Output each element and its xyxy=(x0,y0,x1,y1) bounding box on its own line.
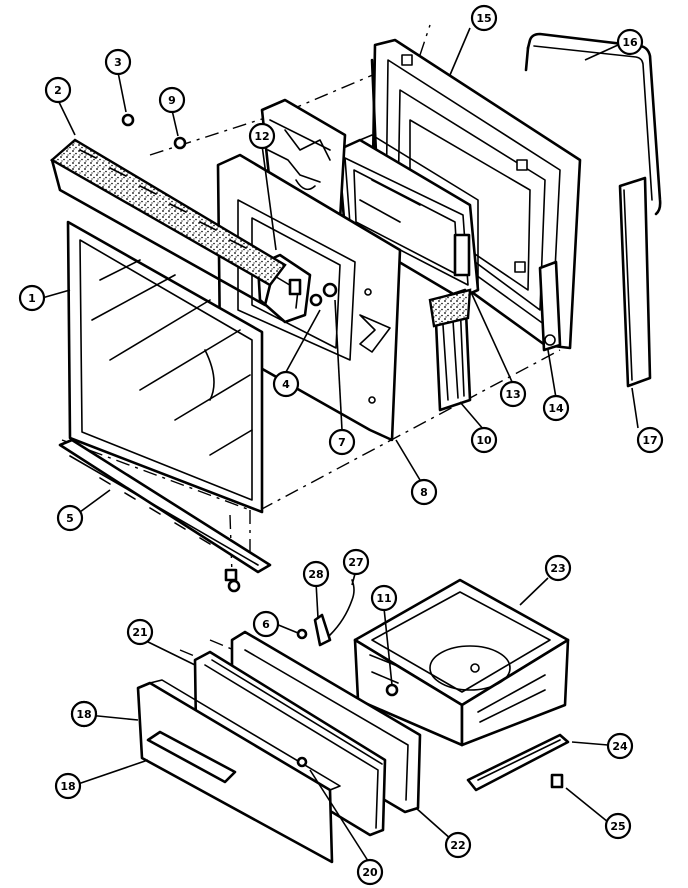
callout-bubble xyxy=(328,428,356,456)
callout-number: 2 xyxy=(54,84,62,97)
leader-lines xyxy=(41,27,639,865)
callout-22: 22 xyxy=(444,831,472,859)
callout-2: 2 xyxy=(44,76,72,104)
callout-11: 11 xyxy=(370,584,398,612)
callout-24: 24 xyxy=(606,732,634,760)
callout-bubble xyxy=(499,380,527,408)
part-vent-trim xyxy=(49,138,287,307)
callout-number: 24 xyxy=(612,740,628,753)
part-frame-hinge xyxy=(538,260,562,352)
callout-bubble xyxy=(636,426,664,454)
callout-1: 1 xyxy=(18,284,46,312)
callout-number: 12 xyxy=(254,130,269,143)
callout-number: 25 xyxy=(610,820,625,833)
part-switch-wire xyxy=(296,579,355,647)
callout-number: 1 xyxy=(28,292,36,305)
callout-bubble xyxy=(104,48,132,76)
callout-bubble xyxy=(356,858,384,886)
callout-17: 17 xyxy=(636,426,664,454)
callout-bubble xyxy=(604,812,632,840)
callout-bubble xyxy=(70,700,98,728)
callout-20: 20 xyxy=(356,858,384,886)
callout-18b: 18 xyxy=(54,772,82,800)
callout-number: 11 xyxy=(376,592,391,605)
callout-number: 17 xyxy=(642,434,657,447)
part-door-gasket xyxy=(524,32,662,216)
callout-number: 18 xyxy=(60,780,75,793)
callout-number: 20 xyxy=(362,866,378,879)
callout-number: 13 xyxy=(505,388,520,401)
callout-21: 21 xyxy=(126,618,154,646)
callout-number: 6 xyxy=(262,618,270,631)
callout-number: 16 xyxy=(622,36,638,49)
callout-27: 27 xyxy=(342,548,370,576)
callout-bubble xyxy=(126,618,154,646)
callout-bubble xyxy=(18,284,46,312)
callout-bubble xyxy=(272,370,300,398)
callout-number: 23 xyxy=(550,562,565,575)
part-outer-door-glass xyxy=(66,220,264,514)
callout-bubble xyxy=(470,4,498,32)
callout-bubble xyxy=(158,86,186,114)
callout-8: 8 xyxy=(410,478,438,506)
callout-number: 5 xyxy=(66,512,74,525)
callout-number: 22 xyxy=(450,839,465,852)
callout-number: 9 xyxy=(168,94,176,107)
screws xyxy=(121,113,241,593)
callout-5: 5 xyxy=(56,504,84,532)
callout-bubble xyxy=(342,548,370,576)
callout-number: 14 xyxy=(548,402,564,415)
part-glass-pack xyxy=(336,134,480,300)
callout-bubble xyxy=(248,122,276,150)
callout-10: 10 xyxy=(470,426,498,454)
callout-7: 7 xyxy=(328,428,356,456)
callout-bubble xyxy=(544,554,572,582)
callout-12: 12 xyxy=(248,122,276,150)
callout-number: 8 xyxy=(420,486,428,499)
callout-6: 6 xyxy=(252,610,280,638)
callout-bubble xyxy=(370,584,398,612)
callout-bubble xyxy=(542,394,570,422)
callout-number: 4 xyxy=(282,378,290,391)
callout-layer: 1234567891011121314151617181920212223242… xyxy=(18,4,664,886)
callout-number: 10 xyxy=(476,434,492,447)
callout-15: 15 xyxy=(470,4,498,32)
callout-25: 25 xyxy=(604,812,632,840)
callout-bubble xyxy=(56,504,84,532)
callout-bubble xyxy=(444,831,472,859)
part-drawer-box xyxy=(353,578,570,747)
callout-number: 21 xyxy=(132,626,147,639)
callout-bubble xyxy=(606,732,634,760)
callout-number: 27 xyxy=(348,556,363,569)
callout-number: 7 xyxy=(338,436,346,449)
callout-number: 15 xyxy=(476,12,491,25)
callout-bubble xyxy=(252,610,280,638)
callout-bubble xyxy=(54,772,82,800)
callout-number: 28 xyxy=(308,568,323,581)
callout-14: 14 xyxy=(542,394,570,422)
callout-bubble xyxy=(410,478,438,506)
callout-23: 23 xyxy=(544,554,572,582)
callout-3: 3 xyxy=(104,48,132,76)
callout-bubble xyxy=(470,426,498,454)
callout-28: 28 xyxy=(302,560,330,588)
part-bottom-door-trim xyxy=(58,438,272,582)
part-drawer-slide xyxy=(466,733,570,792)
callout-number: 18 xyxy=(76,708,91,721)
part-door-side-trim xyxy=(618,176,652,388)
callout-bubble xyxy=(302,560,330,588)
callout-bubble xyxy=(616,28,644,56)
callout-number: 3 xyxy=(114,56,122,69)
callout-13: 13 xyxy=(499,380,527,408)
callout-4: 4 xyxy=(272,370,300,398)
part-drawer-front xyxy=(136,679,341,864)
callout-16: 16 xyxy=(616,28,644,56)
callout-9: 9 xyxy=(158,86,186,114)
callout-18-upper: 18 xyxy=(70,700,98,728)
callout-bubble xyxy=(44,76,72,104)
